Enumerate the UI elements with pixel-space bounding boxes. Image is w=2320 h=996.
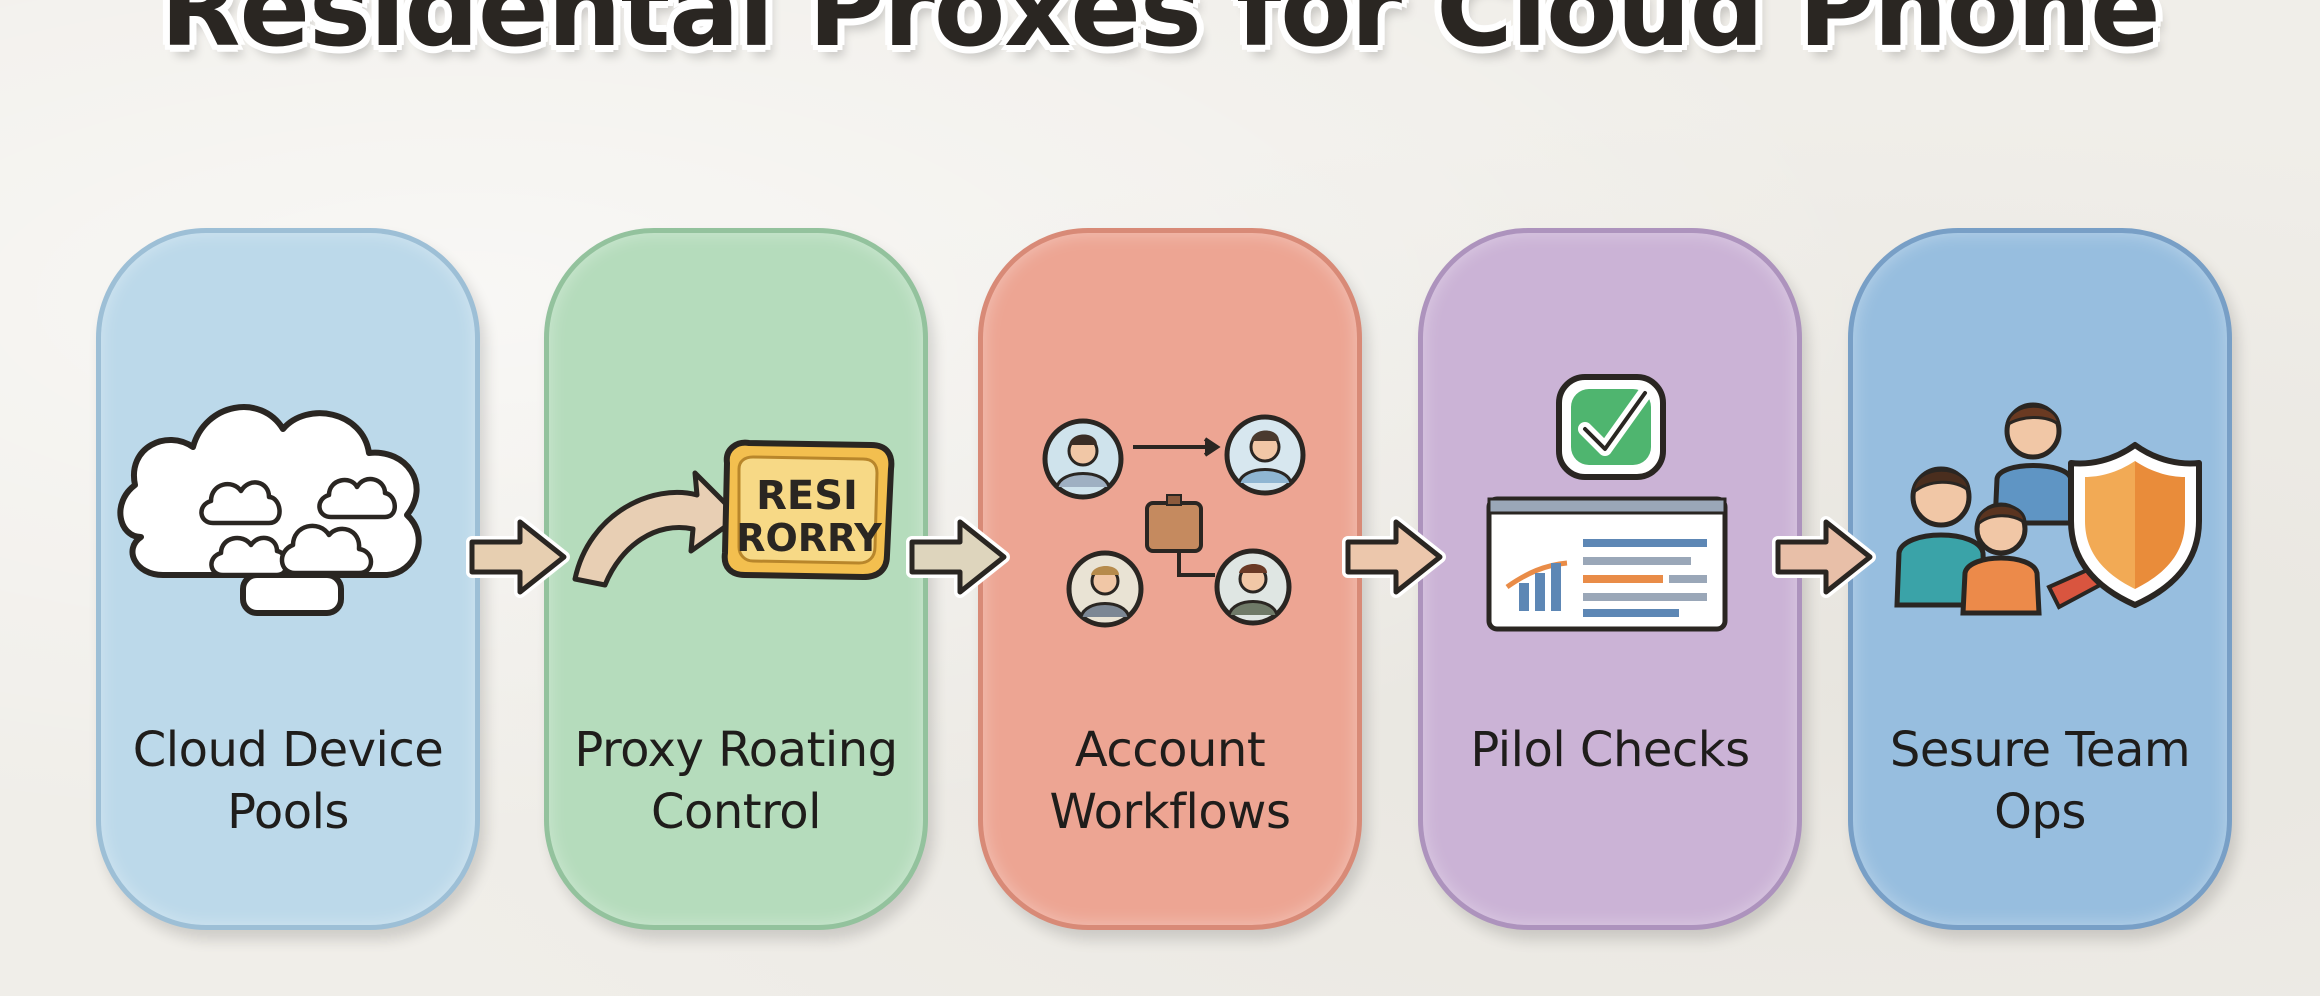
step-card-cloud-device-pools: Cloud Device Pools	[96, 228, 480, 930]
step-card-account-workflows: Account Workflows	[978, 228, 1362, 930]
step-label-line: Account	[1074, 722, 1266, 778]
step-label-line: Pilol Checks	[1470, 722, 1750, 778]
proxy-badge-icon: RESI RORRY	[721, 439, 895, 580]
flow-arrow-icon	[906, 516, 1010, 598]
step-label-sesure-team-ops: Sesure Team Ops	[1853, 719, 2227, 843]
account-network-icon	[1042, 414, 1306, 628]
dashboard-icon	[1486, 496, 1728, 632]
step-label-proxy-roating-control: Proxy Roating Control	[549, 719, 923, 843]
step-label-line: Proxy Roating	[574, 722, 898, 778]
step-label-cloud-device-pools: Cloud Device Pools	[101, 719, 475, 843]
step-label-line: Sesure Team	[1889, 722, 2191, 778]
step-label-account-workflows: Account Workflows	[983, 719, 1357, 843]
step-label-line: Cloud Device	[132, 722, 444, 778]
flow-arrow-icon	[466, 516, 570, 598]
shared-device-icon	[1145, 494, 1203, 553]
step-label-line: Pools	[227, 784, 349, 840]
person-icon	[1992, 402, 2076, 526]
flow-arrow-icon	[1342, 516, 1446, 598]
step-label-line: Ops	[1994, 784, 2086, 840]
avatar-icon	[1224, 414, 1306, 496]
step-card-sesure-team-ops: Sesure Team Ops	[1848, 228, 2232, 930]
flow-arrow-icon	[1772, 516, 1876, 598]
shield-icon	[2068, 442, 2202, 608]
step-card-pilol-checks: Pilol Checks	[1418, 228, 1802, 930]
checkmark-badge-icon	[1556, 374, 1666, 480]
avatar-icon	[1066, 550, 1144, 628]
badge-line-1: RESI	[756, 473, 858, 519]
avatar-icon	[1042, 418, 1124, 500]
rotating-proxy-icon: RESI RORRY	[572, 439, 895, 588]
avatar-icon	[1214, 548, 1292, 626]
person-icon	[1960, 502, 2042, 616]
team-shield-icon	[1894, 402, 2202, 616]
step-card-proxy-roating-control: RESI RORRY Proxy Roating Control	[544, 228, 928, 930]
step-label-line: Control	[650, 784, 822, 840]
check-dashboard-icon	[1486, 374, 1728, 632]
step-label-line: Workflows	[1049, 784, 1291, 840]
cloud-cluster-icon	[117, 404, 422, 616]
step-label-pilol-checks: Pilol Checks	[1423, 719, 1797, 781]
badge-line-2: RORRY	[736, 516, 882, 560]
page-title: Residental Proxes for Cloud Phone	[160, 0, 2160, 70]
